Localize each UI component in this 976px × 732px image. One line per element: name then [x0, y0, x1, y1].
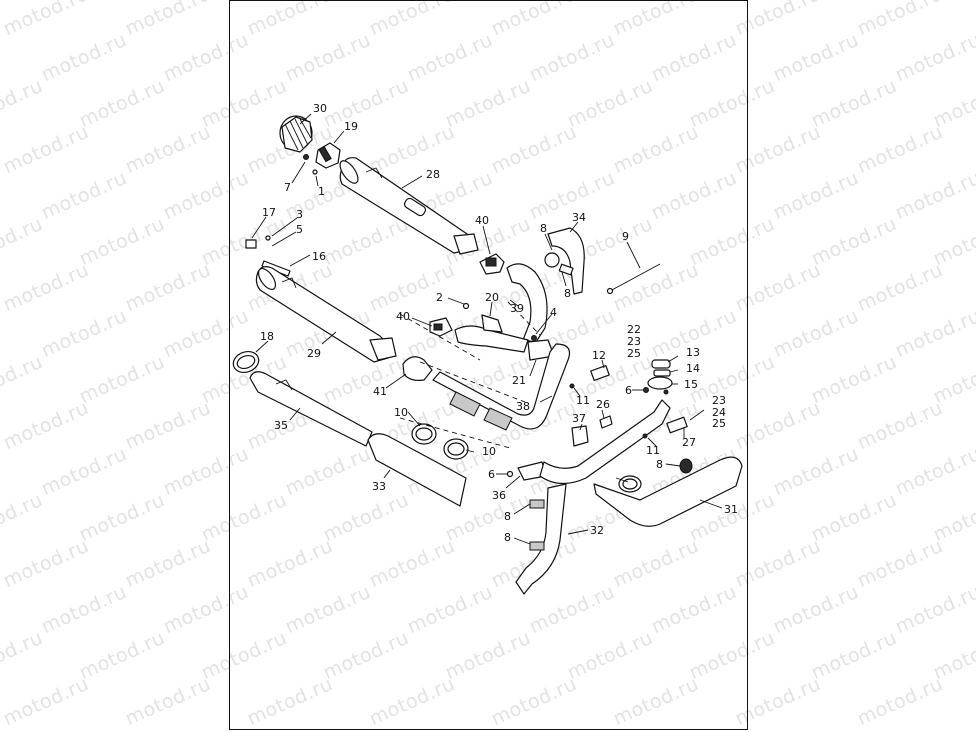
part-lower-muffler: [255, 266, 397, 363]
callout: 3: [296, 208, 303, 221]
callout: 25: [712, 417, 726, 430]
callout: 15: [684, 378, 698, 391]
callout: 8: [504, 510, 511, 523]
callout: 40: [396, 310, 410, 323]
callout: 12: [592, 349, 606, 362]
part-gasket-18: [232, 351, 260, 373]
callout: 14: [686, 362, 700, 375]
part-gasket-stack: [643, 359, 673, 395]
part-sensor-12: [590, 364, 610, 382]
callout: 26: [596, 398, 610, 411]
part-bracket-20: [462, 302, 503, 333]
callout: 10: [394, 406, 408, 419]
callout: 31: [724, 503, 738, 516]
callout: 13: [686, 346, 700, 359]
callout: 8: [656, 458, 663, 471]
callout: 7: [284, 181, 291, 194]
callout: 9: [622, 230, 629, 243]
part-clamp-rings-10: [411, 423, 469, 460]
callout: 29: [307, 347, 321, 360]
callouts: 30 19 7 1 28 17 3 5 16 40 34 8 9 8 2 20 …: [260, 102, 738, 544]
part-heat-shield-33: [367, 433, 467, 507]
callout: 25: [627, 347, 641, 360]
part-header-pipe-39: [454, 263, 548, 353]
part-clamp-40-upper: [479, 253, 505, 275]
part-heat-shield-34: [544, 227, 585, 295]
part-clamp-41: [402, 356, 433, 381]
callout: 8: [564, 287, 571, 300]
part-clamp-19: [315, 142, 341, 169]
part-sensor-27: [666, 416, 693, 474]
callout: 21: [512, 374, 526, 387]
callout: 32: [590, 524, 604, 537]
callout: 37: [572, 412, 586, 425]
sheet-frame: [229, 0, 748, 730]
leader-lines: [251, 113, 723, 545]
callout: 36: [492, 489, 506, 502]
part-screws-7-1: [303, 154, 318, 175]
callout: 19: [344, 120, 358, 133]
callout: 11: [576, 394, 590, 407]
callout: 24: [712, 406, 726, 419]
callout: 8: [540, 222, 547, 235]
assembly-line: [419, 361, 526, 403]
part-sensor-wire-9: [606, 263, 661, 295]
part-heat-shield-35: [249, 371, 373, 447]
part-bracket-group: [245, 235, 291, 277]
callout: 28: [426, 168, 440, 181]
callout: 1: [318, 185, 325, 198]
part-front-pipe-31: [593, 456, 743, 527]
part-clamp-40-lower: [429, 317, 453, 337]
callout: 35: [274, 419, 288, 432]
assembly-line: [399, 313, 481, 361]
callout: 2: [436, 291, 443, 304]
callout: 27: [682, 436, 696, 449]
callout: 18: [260, 330, 274, 343]
callout: 34: [572, 211, 586, 224]
callout: 20: [485, 291, 499, 304]
callout: 17: [262, 206, 276, 219]
callout: 23: [712, 394, 726, 407]
part-header-pipe-32: [515, 483, 567, 595]
callout: 30: [313, 102, 327, 115]
callout: 16: [312, 250, 326, 263]
callout: 6: [488, 468, 495, 481]
part-bracket-36: [506, 461, 547, 481]
callout: 6: [625, 384, 632, 397]
callout: 5: [296, 223, 303, 236]
callout: 8: [504, 531, 511, 544]
callout: 41: [373, 385, 387, 398]
part-rear-pipe: [539, 383, 671, 485]
callout: 22: [627, 323, 641, 336]
callout: 39: [510, 302, 524, 315]
assembly-line: [399, 417, 511, 449]
callout: 33: [372, 480, 386, 493]
callout: 10: [482, 445, 496, 458]
callout: 40: [475, 214, 489, 227]
callout: 11: [646, 444, 660, 457]
part-end-cap: [279, 115, 313, 153]
part-upper-muffler: [339, 157, 479, 255]
callout: 23: [627, 335, 641, 348]
callout: 38: [516, 400, 530, 413]
part-crossover-pipe-38: [432, 343, 571, 431]
assembly-line: [507, 301, 541, 336]
callout: 4: [550, 306, 557, 319]
